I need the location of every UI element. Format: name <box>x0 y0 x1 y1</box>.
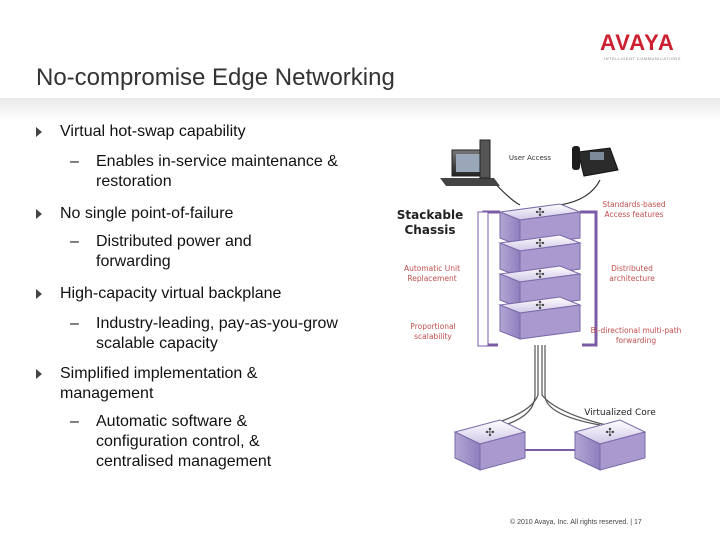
bullet-text: Simplified implementation & management <box>60 365 258 402</box>
svg-text:✣: ✣ <box>535 299 544 312</box>
logo-tagline: INTELLIGENT COMMUNICATIONS <box>604 56 681 61</box>
logo-wordmark: AVAYA <box>600 30 675 55</box>
core-uplinks <box>459 345 641 433</box>
bullet-arrow-icon <box>36 289 42 299</box>
bullet-text: High-capacity virtual backplane <box>60 285 282 302</box>
title-divider <box>0 98 720 120</box>
label-stackable-chassis: Stackable Chassis <box>396 208 464 237</box>
bullet-text: Virtual hot-swap capability <box>60 123 246 140</box>
switch-icon: ✣ <box>498 296 582 340</box>
sub-bullet-dash: – <box>70 233 79 250</box>
label-distributed: Distributed architecture <box>609 264 655 283</box>
label-user-access: User Access <box>508 154 552 162</box>
label-automatic-unit: Automatic Unit Replacement <box>403 264 461 283</box>
label-proportional: Proportional scalability <box>410 322 456 341</box>
bullet-arrow-icon <box>36 127 42 137</box>
sub-bullet-dash: – <box>70 315 79 332</box>
slide-title: No-compromise Edge Networking <box>36 64 395 91</box>
core-switch-right: ✣ <box>573 419 647 471</box>
label-bidirectional: Bi-directional multi-path forwarding <box>590 326 682 345</box>
sub-bullet-dash: – <box>70 153 79 170</box>
bullet-arrow-icon <box>36 369 42 379</box>
sub-bullet-text: Automatic software & configuration contr… <box>96 413 272 470</box>
svg-text:✣: ✣ <box>485 426 494 439</box>
access-links <box>489 177 601 206</box>
sub-bullet-text: Enables in-service maintenance & restora… <box>96 153 338 190</box>
core-switch-left: ✣ <box>453 419 527 471</box>
sub-bullet-text: Distributed power and forwarding <box>96 233 252 270</box>
computer-icon <box>440 139 500 186</box>
label-virtualized-core: Virtualized Core <box>584 408 656 418</box>
bracket-left-bar <box>477 211 489 347</box>
svg-text:✣: ✣ <box>535 268 544 281</box>
svg-text:✣: ✣ <box>535 206 544 219</box>
bullet-arrow-icon <box>36 209 42 219</box>
switch-stack: ✣ ✣ ✣ ✣ <box>498 203 582 340</box>
svg-text:✣: ✣ <box>605 426 614 439</box>
telephone-icon <box>572 146 619 177</box>
avaya-logo: AVAYA INTELLIGENT COMMUNICATIONS <box>600 30 690 66</box>
sub-bullet-dash: – <box>70 413 79 430</box>
sub-bullet-text: Industry-leading, pay-as-you-grow scalab… <box>96 315 338 352</box>
footer-copyright: © 2010 Avaya, Inc. All rights reserved. … <box>510 519 642 526</box>
svg-text:✣: ✣ <box>535 237 544 250</box>
bullet-text: No single point-of-failure <box>60 205 234 222</box>
label-standards: Standards-based Access features <box>602 200 666 219</box>
